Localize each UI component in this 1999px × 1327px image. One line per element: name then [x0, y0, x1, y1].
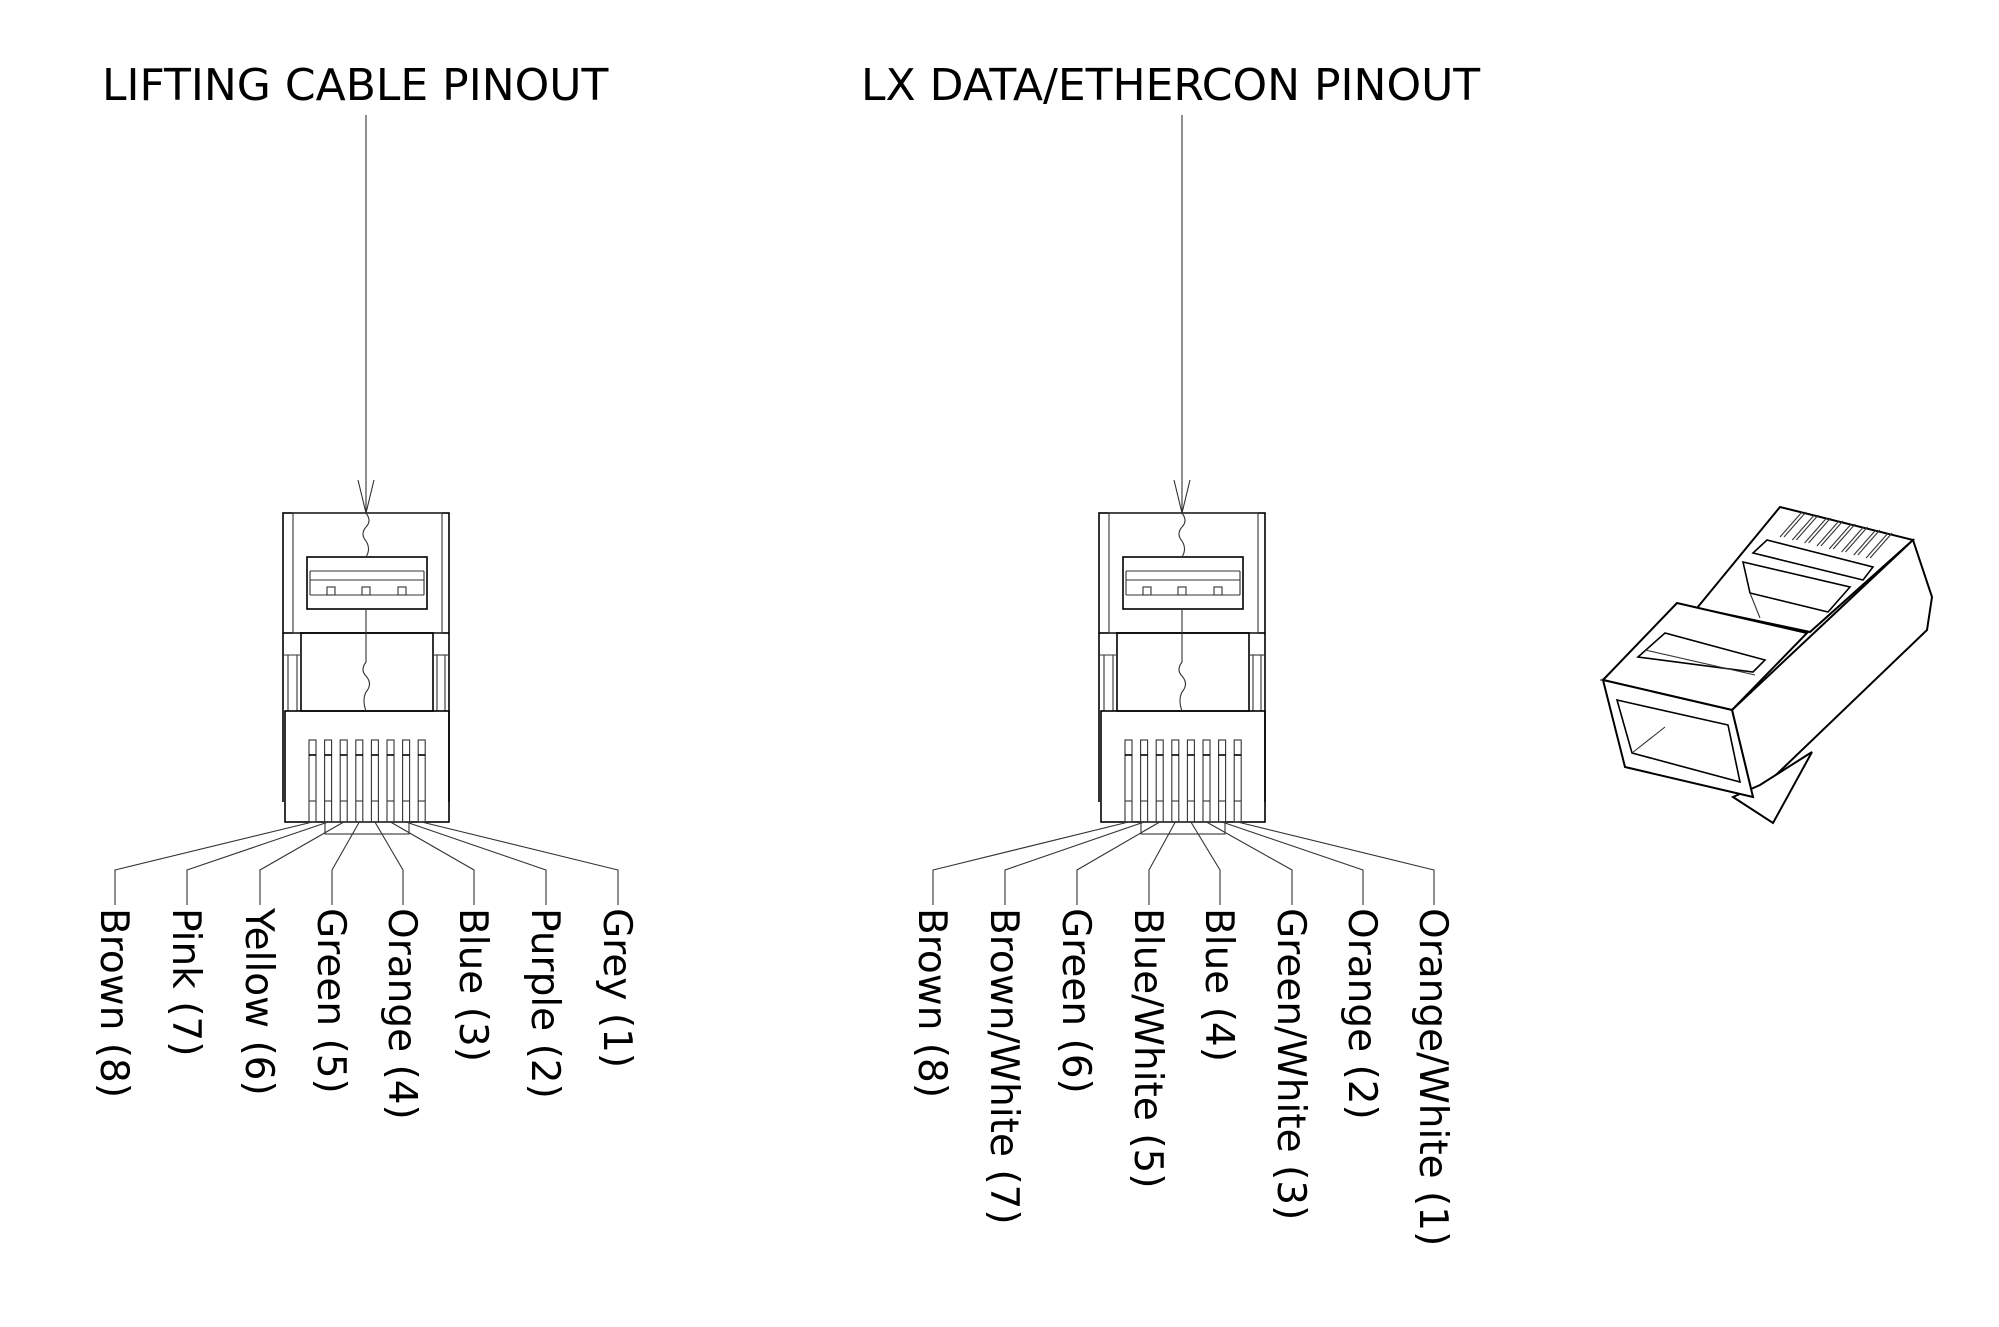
plug-contact — [1791, 514, 1815, 541]
lifting-cable-title: LIFTING CABLE PINOUT — [102, 60, 608, 111]
wire-leader-line — [186, 821, 329, 905]
pin — [355, 739, 364, 823]
plug-contact — [1804, 517, 1828, 544]
pin — [1218, 739, 1227, 823]
wire-leader-line — [114, 821, 313, 905]
pin — [1202, 739, 1211, 823]
wire-label: Grey (1) — [594, 908, 639, 1068]
pin — [370, 739, 379, 823]
wire-leader-line — [1004, 821, 1145, 905]
plug-contact — [1828, 523, 1852, 550]
pin — [1140, 739, 1149, 823]
wire-label: Brown (8) — [91, 908, 136, 1098]
wire-leader-line — [405, 821, 547, 905]
wire-leader-line — [1206, 821, 1293, 905]
wire-leader-line — [374, 821, 404, 905]
wire-leader-line — [1148, 821, 1176, 905]
wire-label: Pink (7) — [163, 908, 208, 1056]
pin — [417, 739, 426, 823]
wire-label: Green/White (3) — [1268, 908, 1313, 1220]
wire-label: Orange (4) — [379, 908, 424, 1120]
pin — [386, 739, 395, 823]
lx-data-title: LX DATA/ETHERCON PINOUT — [861, 60, 1480, 111]
pin — [324, 739, 333, 823]
wire-label: Green (5) — [308, 908, 353, 1094]
latch-window — [306, 556, 428, 610]
plug-contact — [1841, 526, 1864, 553]
wire-leader-line — [259, 821, 344, 905]
wire-label: Yellow (6) — [236, 907, 281, 1096]
wire-label: Brown (8) — [909, 908, 954, 1098]
lifting-wire-labels: Brown (8) Pink (7) Yellow (6) Green (5) Oran… — [91, 907, 639, 1120]
pin — [339, 739, 348, 823]
rj45-plug-3d-icon — [1600, 505, 1934, 825]
plug-contact — [1816, 520, 1840, 547]
wire-leader-line — [1221, 821, 1364, 905]
wire-label: Purple (2) — [522, 908, 567, 1099]
pin — [1124, 739, 1133, 823]
wire-label: Green (6) — [1053, 908, 1098, 1094]
plug-contact — [1865, 532, 1889, 559]
pin — [308, 739, 317, 823]
wire-label: Brown/White (7) — [981, 908, 1026, 1225]
wire-leader-line — [421, 821, 619, 905]
plug-contact — [1853, 529, 1877, 556]
pin — [1171, 739, 1180, 823]
wire-leader-line — [390, 821, 475, 905]
wire-leader-line — [932, 821, 1129, 905]
plug-contact — [1779, 511, 1803, 538]
latch-window — [1122, 556, 1244, 610]
wire-leader-line — [1190, 821, 1221, 905]
wire-leader-line — [331, 821, 360, 905]
wire-leader-line — [1237, 821, 1435, 905]
wire-label: Orange (2) — [1339, 908, 1384, 1120]
wire-label: Blue/White (5) — [1125, 908, 1170, 1188]
wire-leader-line — [1076, 821, 1160, 905]
rj45-connector-lifting — [114, 115, 619, 905]
wire-label: Blue (4) — [1196, 908, 1241, 1062]
pin — [402, 739, 411, 823]
lx-data-wire-labels: Brown (8) Brown/White (7) Green (6) Blue/Wh… — [909, 908, 1455, 1246]
pin — [1233, 739, 1242, 823]
pin — [1186, 739, 1195, 823]
pin — [1155, 739, 1164, 823]
rj45-connector-lx-data — [932, 115, 1435, 905]
wire-label: Orange/White (1) — [1410, 908, 1455, 1246]
wire-label: Blue (3) — [450, 908, 495, 1062]
